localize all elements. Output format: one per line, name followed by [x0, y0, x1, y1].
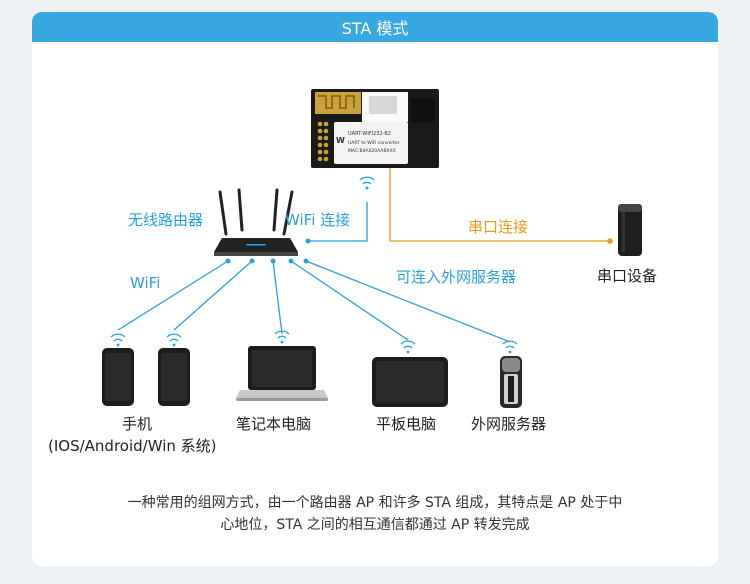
diagram-card: STA 模式 [32, 12, 718, 566]
tablet-wifi-icon [400, 340, 416, 354]
network-diagram: W UART-WIFI232-B2 UART to WiFi converter… [102, 89, 642, 408]
server-icon [500, 356, 522, 408]
tablet-label: 平板电脑 [376, 415, 437, 433]
phone2-wifi-icon [166, 333, 182, 347]
wifi-connection-line [117, 202, 511, 343]
laptop-label: 笔记本电脑 [236, 415, 312, 433]
wifi-label: WiFi [130, 274, 161, 292]
header-title: STA 模式 [341, 19, 409, 38]
tablet-icon [372, 357, 448, 407]
phone-os-label: (IOS/Android/Win 系统) [48, 437, 217, 455]
router-icon [214, 188, 298, 256]
serial-device-icon [618, 204, 642, 256]
module-wifi-icon [359, 176, 375, 190]
header-bar: STA 模式 [32, 12, 718, 42]
serial-connection-line [389, 167, 610, 242]
description-line-2: 心地位，STA 之间的相互通信都通过 AP 转发完成 [220, 517, 530, 533]
phone-icon [102, 348, 190, 406]
laptop-wifi-icon [274, 330, 290, 344]
module-model-text: UART-WIFI232-B2 [348, 131, 391, 137]
serial-link-label: 串口连接 [468, 218, 529, 236]
wifi-link-label: WiFi 连接 [285, 211, 351, 229]
phone-label: 手机 [122, 415, 153, 433]
laptop-icon [236, 346, 328, 401]
wifi-module: W UART-WIFI232-B2 UART to WiFi converter… [311, 89, 439, 168]
serial-device-label: 串口设备 [597, 267, 658, 285]
description-line-1: 一种常用的组网方式，由一个路由器 AP 和许多 STA 组成，其特点是 AP 处… [127, 495, 623, 511]
router-label: 无线路由器 [128, 211, 204, 229]
description: 一种常用的组网方式，由一个路由器 AP 和许多 STA 组成，其特点是 AP 处… [52, 492, 698, 536]
module-desc-text: UART to WiFi converter [348, 140, 400, 146]
module-mac-text: MAC:B4A020AABXXX [348, 148, 396, 154]
internet-label: 可连入外网服务器 [396, 268, 517, 286]
serial-connection-dot [607, 238, 613, 244]
server-label: 外网服务器 [471, 415, 547, 433]
waveshare-logo-icon: W [336, 136, 345, 145]
wifi-connection-dots [225, 238, 311, 264]
server-wifi-icon [502, 340, 518, 354]
device-wifi-icons [110, 330, 518, 354]
phone1-wifi-icon [110, 333, 126, 347]
